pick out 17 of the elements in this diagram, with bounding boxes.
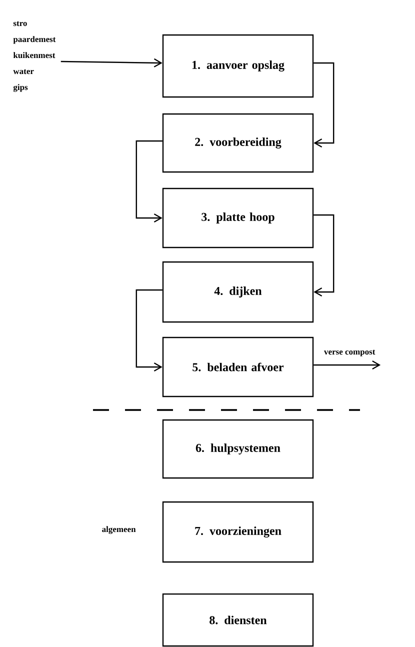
arrow xyxy=(136,289,162,372)
process-box: 2. voorbereiding xyxy=(162,113,314,173)
arrow xyxy=(314,360,381,370)
input-list: stro paardemest kuikenmest water gips xyxy=(13,21,56,92)
process-box: 7. voorzieningen xyxy=(162,501,314,563)
arrow xyxy=(314,62,334,148)
process-box: 1. aanvoer opslag xyxy=(162,34,314,98)
beside-label: algemeen xyxy=(102,526,136,534)
process-box: 6. hulpsystemen xyxy=(162,419,314,479)
arrow xyxy=(136,140,162,223)
process-box: 4. dijken xyxy=(162,261,314,323)
process-box: 8. diensten xyxy=(162,593,314,647)
process-box: 3. platte hoop xyxy=(162,188,314,248)
edge-label: verse compost xyxy=(323,348,376,358)
process-box: 5. beladen afvoer xyxy=(162,336,314,398)
arrow xyxy=(60,58,162,68)
arrow xyxy=(314,214,334,297)
